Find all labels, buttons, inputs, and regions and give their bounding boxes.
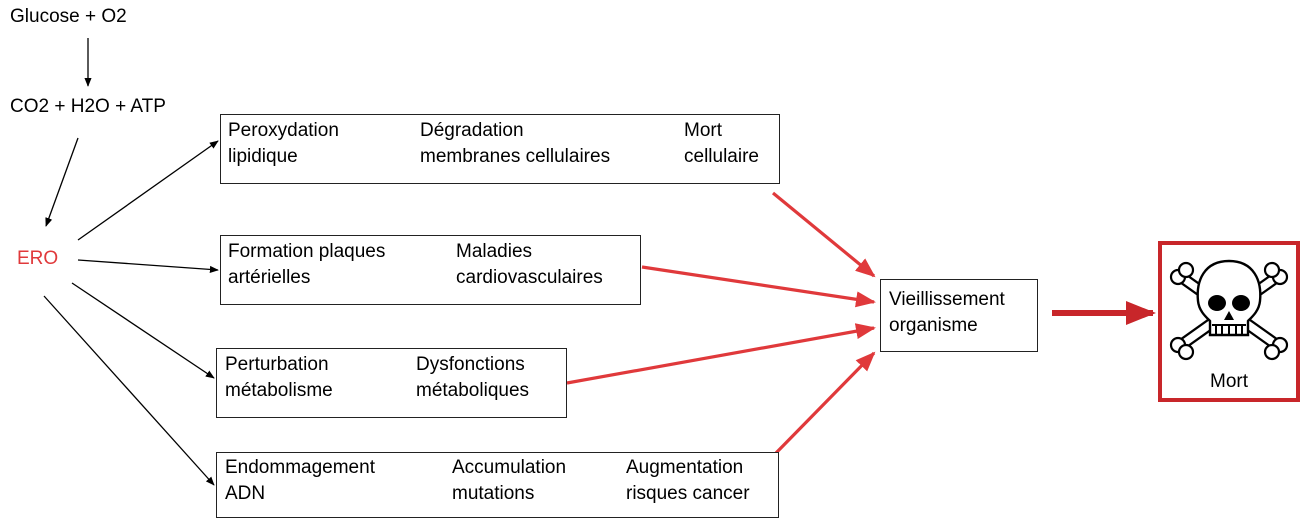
box-arterial-plaque-chain: [220, 235, 641, 305]
arrow-ero-to-endommagement: [43, 295, 215, 486]
arrow-ero-to-formation: [77, 259, 219, 274]
box-aging: [880, 279, 1038, 352]
box-dna-damage-chain: [216, 452, 779, 518]
red-arrow-b4-aging: [774, 351, 876, 455]
red-arrow-b3-aging: [566, 323, 876, 385]
skull-crossbones-icon: [1169, 259, 1289, 361]
ero-label: ERO: [17, 248, 59, 269]
death-box: Mort: [1158, 241, 1300, 402]
red-arrow-b1-aging: [771, 191, 876, 278]
arrow-ero-to-peroxydation: [77, 140, 219, 241]
mort-label: Mort: [1210, 371, 1248, 392]
arrow-products-to-ero: [45, 137, 79, 227]
arrow-ero-to-perturbation: [71, 282, 215, 379]
red-arrow-b2-aging: [641, 265, 876, 308]
glucose-o2-label: Glucose + O2: [10, 6, 127, 27]
box-metabolism-chain: [216, 348, 567, 418]
box-lipid-peroxidation-chain: [220, 114, 780, 184]
co2-h2o-atp-label: CO2 + H2O + ATP: [10, 96, 166, 117]
